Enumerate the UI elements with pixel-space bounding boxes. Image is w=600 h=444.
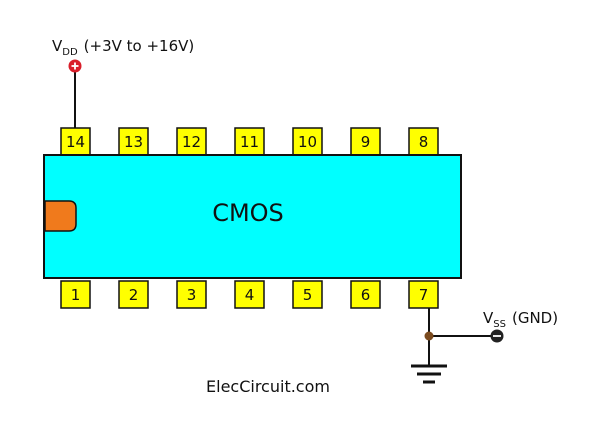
pin-8: 8	[408, 127, 439, 156]
pin-10: 10	[292, 127, 323, 156]
pin-number: 3	[187, 286, 197, 304]
pin-number: 12	[182, 133, 201, 151]
pin-number: 14	[66, 133, 85, 151]
pin-number: 2	[129, 286, 139, 304]
pin-6: 6	[350, 280, 381, 309]
site-credit: ElecCircuit.com	[206, 377, 330, 396]
vdd-label: VDD(+3V to +16V)	[52, 37, 194, 58]
pin-box	[234, 280, 265, 309]
pin-1: 1	[60, 280, 91, 309]
pin-3: 3	[176, 280, 207, 309]
pin-box	[176, 280, 207, 309]
pin-number: 7	[419, 286, 429, 304]
vss-label: VSS(GND)	[483, 309, 558, 330]
pin-13: 13	[118, 127, 149, 156]
pin-box	[118, 280, 149, 309]
pin-number: 10	[298, 133, 317, 151]
pin-9: 9	[350, 127, 381, 156]
pin-box	[408, 280, 439, 309]
pin-12: 12	[176, 127, 207, 156]
pin-14: 14	[60, 127, 91, 156]
pin-11: 11	[234, 127, 265, 156]
pin-2: 2	[118, 280, 149, 309]
junction-dot	[424, 331, 434, 341]
orientation-notch	[44, 200, 77, 232]
top-pin-row: 14 13 12 11 10 9 8	[60, 127, 439, 156]
pin-box	[118, 127, 149, 156]
pin-number: 5	[303, 286, 313, 304]
chip-body	[43, 154, 462, 279]
pin-7: 7	[408, 280, 439, 309]
vss-terminal	[490, 329, 504, 343]
pin-4: 4	[234, 280, 265, 309]
pin-box	[60, 280, 91, 309]
pin-number: 11	[240, 133, 259, 151]
ground-symbol-icon	[411, 364, 447, 384]
chip-label: CMOS	[212, 199, 284, 227]
pin-number: 9	[361, 133, 371, 151]
pin-box	[292, 280, 323, 309]
vdd-terminal	[68, 59, 82, 73]
pin-box	[350, 280, 381, 309]
pin-number: 1	[71, 286, 81, 304]
pin-number: 6	[361, 286, 371, 304]
pin-number: 13	[124, 133, 143, 151]
pin-number: 4	[245, 286, 255, 304]
pin-5: 5	[292, 280, 323, 309]
bottom-pin-row: 1 2 3 4 5 6 7	[60, 280, 439, 309]
pin-number: 8	[419, 133, 429, 151]
